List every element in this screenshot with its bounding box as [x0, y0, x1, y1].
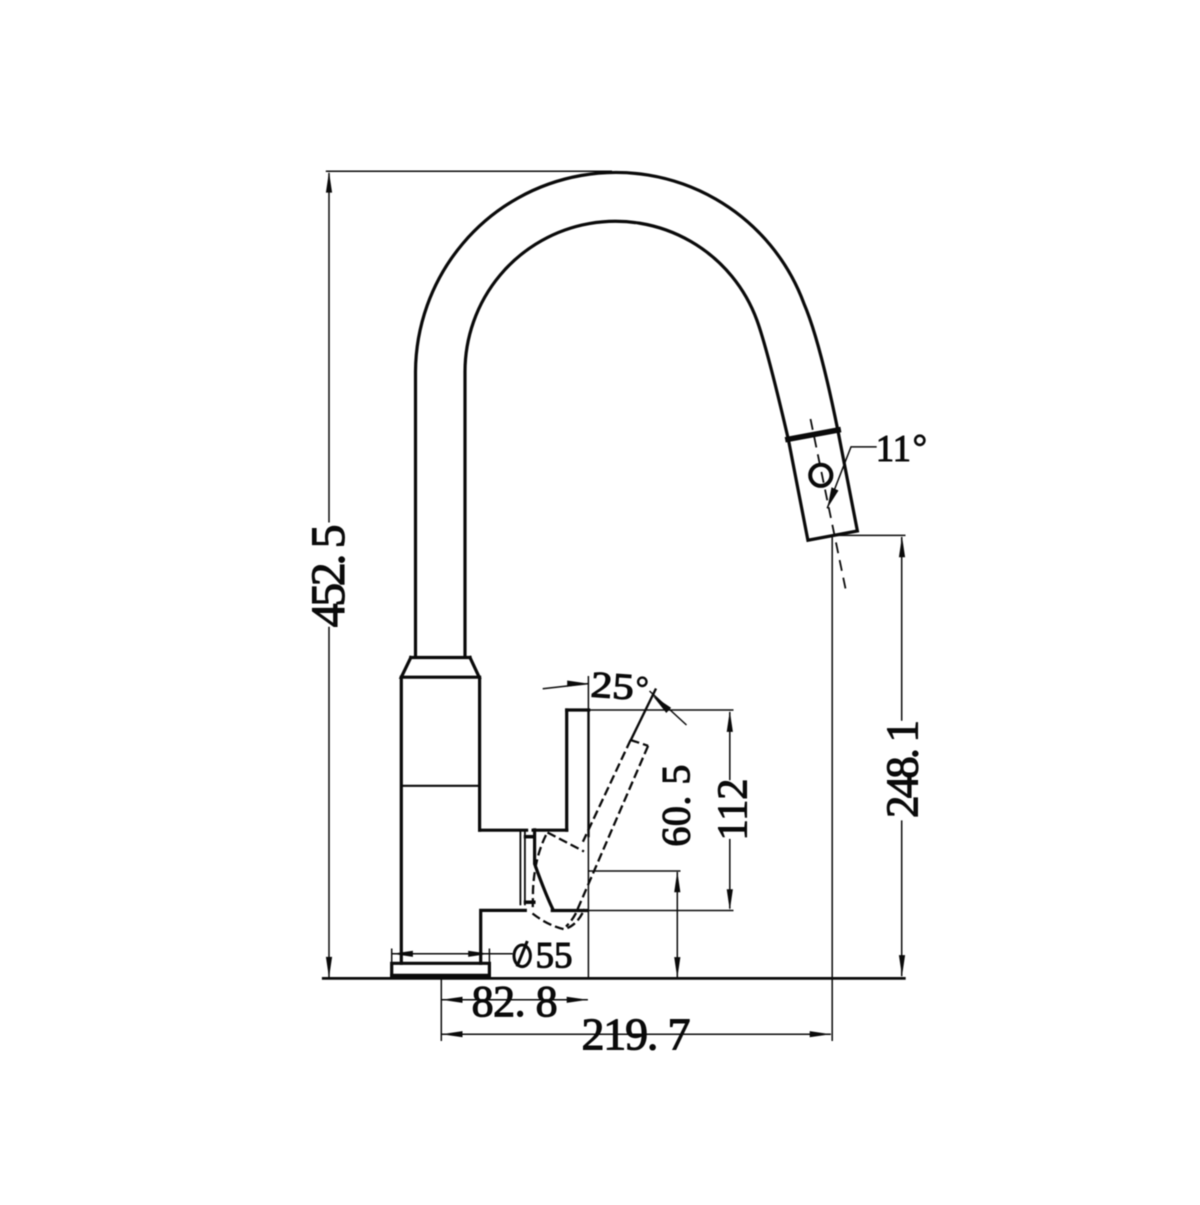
svg-text:82. 8: 82. 8 — [472, 977, 558, 1026]
svg-text:248. 1: 248. 1 — [878, 720, 928, 818]
svg-text:11: 11 — [876, 428, 911, 470]
svg-text:25: 25 — [590, 665, 636, 709]
svg-text:60. 5: 60. 5 — [654, 765, 699, 847]
svg-text:219. 7: 219. 7 — [582, 1009, 691, 1060]
svg-text:452. 5: 452. 5 — [302, 524, 355, 627]
svg-text:112: 112 — [711, 779, 757, 841]
svg-text:55: 55 — [536, 936, 573, 977]
